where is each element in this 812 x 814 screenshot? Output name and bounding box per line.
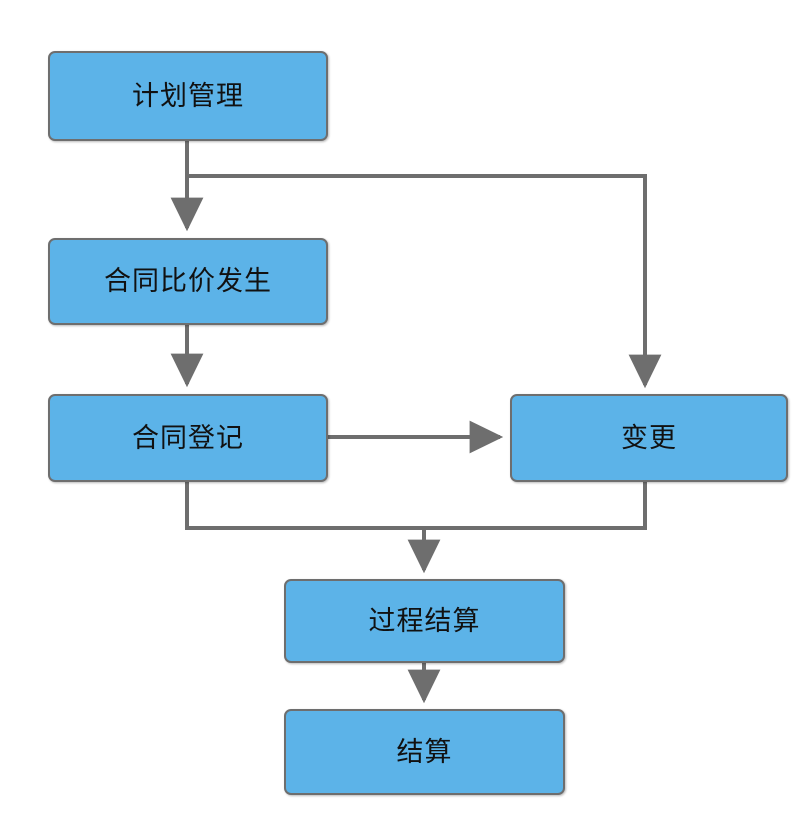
node-settlement[interactable]: 结算 [284,709,565,795]
node-plan-management[interactable]: 计划管理 [48,51,328,141]
connector-change-to-process-settlement [424,482,647,530]
node-process-settlement[interactable]: 过程结算 [284,579,565,663]
node-change[interactable]: 变更 [510,394,788,482]
connector-registration-to-process-settlement [185,482,441,574]
node-contract-registration[interactable]: 合同登记 [48,394,328,482]
node-label-plan-management: 计划管理 [132,80,244,111]
edge-group [170,141,662,704]
node-label-settlement: 结算 [396,736,453,767]
node-label-contract-registration: 合同登记 [132,422,244,453]
node-contract-price-comparison[interactable]: 合同比价发生 [48,238,328,325]
node-label-process-settlement: 过程结算 [368,605,481,636]
node-label-contract-price-comparison: 合同比价发生 [104,266,272,296]
node-label-change: 变更 [621,422,677,453]
connector-plan-to-change [187,174,662,389]
